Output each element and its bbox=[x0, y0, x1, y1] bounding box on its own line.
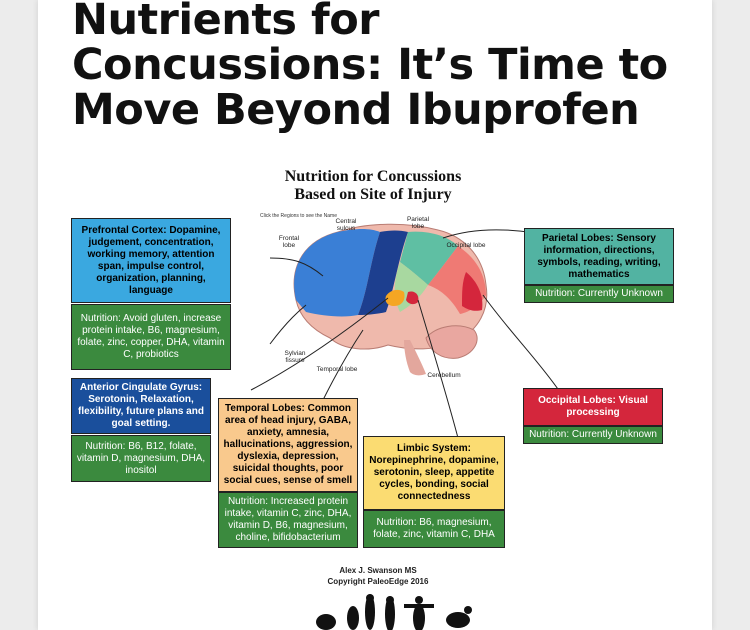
brain-illustration bbox=[250, 223, 562, 630]
occipital-heading-box: Occipital Lobes: Visual processing bbox=[523, 388, 663, 426]
prefrontal-nutrition-box: Nutrition: Avoid gluten, increase protei… bbox=[71, 304, 231, 370]
connector-occipital bbox=[482, 294, 561, 393]
article-page: Nutrients for Concussions: It’s Time to … bbox=[38, 0, 712, 630]
connector-anterior bbox=[250, 297, 389, 391]
label-occipital-lobe: Occipital lobe bbox=[446, 242, 486, 249]
temporal-heading-box: Temporal Lobes: Common area of head inju… bbox=[218, 398, 358, 492]
infographic-title-line2: Based on Site of Injury bbox=[294, 186, 452, 203]
label-sylvian-fissure: Sylvian fissure bbox=[284, 350, 306, 364]
brain-limbic-shape bbox=[385, 289, 405, 306]
credit-copyright: Copyright PaleoEdge 2016 bbox=[327, 577, 429, 586]
article-title: Nutrients for Concussions: It’s Time to … bbox=[72, 0, 668, 135]
label-frontal-lobe: Frontal lobe bbox=[278, 235, 300, 249]
connector-limbic bbox=[417, 299, 459, 439]
connector-temporal bbox=[322, 329, 364, 401]
anterior-cingulate-nutrition-box: Nutrition: B6, B12, folate, vitamin D, m… bbox=[71, 435, 211, 482]
anterior-cingulate-heading-box: Anterior Cingulate Gyrus: Serotonin, Rel… bbox=[71, 378, 211, 434]
label-cerebellum: Cerebellum bbox=[427, 372, 461, 379]
brain-limbic-red-shape bbox=[406, 291, 419, 305]
brain-cerebellum-shape bbox=[425, 325, 478, 359]
evolution-silhouettes bbox=[316, 594, 472, 630]
infographic: Nutrition for Concussions Based on Site … bbox=[38, 0, 712, 630]
label-temporal-lobe: Temporal lobe bbox=[316, 366, 358, 373]
credit-author: Alex J. Swanson MS bbox=[339, 566, 417, 575]
brain-caption-note: Click the Regions to see the Name bbox=[260, 213, 337, 219]
brain-parietal-shape bbox=[400, 231, 458, 285]
label-central-sulcus: Central sulcus bbox=[335, 218, 357, 232]
parietal-nutrition-box: Nutrition: Currently Unknown bbox=[524, 285, 674, 303]
limbic-nutrition-box: Nutrition: B6, magnesium, folate, zinc, … bbox=[363, 510, 505, 548]
brain-occipital-red-shape bbox=[462, 272, 483, 311]
brain-frontal-shape bbox=[294, 229, 380, 317]
parietal-heading-box: Parietal Lobes: Sensory information, dir… bbox=[524, 228, 674, 285]
occipital-nutrition-box: Nutrition: Currently Unknown bbox=[523, 426, 663, 444]
label-parietal-lobe: Parietal lobe bbox=[406, 216, 430, 230]
temporal-nutrition-box: Nutrition: Increased protein intake, vit… bbox=[218, 492, 358, 548]
brain-stem-shape bbox=[404, 340, 426, 376]
connector-prefrontal-nutrition bbox=[269, 304, 307, 345]
limbic-heading-box: Limbic System: Norepinephrine, dopamine,… bbox=[363, 436, 505, 510]
prefrontal-heading-box: Prefrontal Cortex: Dopamine, judgement, … bbox=[71, 218, 231, 303]
brain-motor-strip-shape bbox=[358, 230, 408, 315]
connector-prefrontal bbox=[269, 257, 324, 277]
infographic-title-line1: Nutrition for Concussions bbox=[284, 168, 462, 185]
infographic-title: Nutrition for Concussions Based on Site … bbox=[228, 168, 518, 204]
